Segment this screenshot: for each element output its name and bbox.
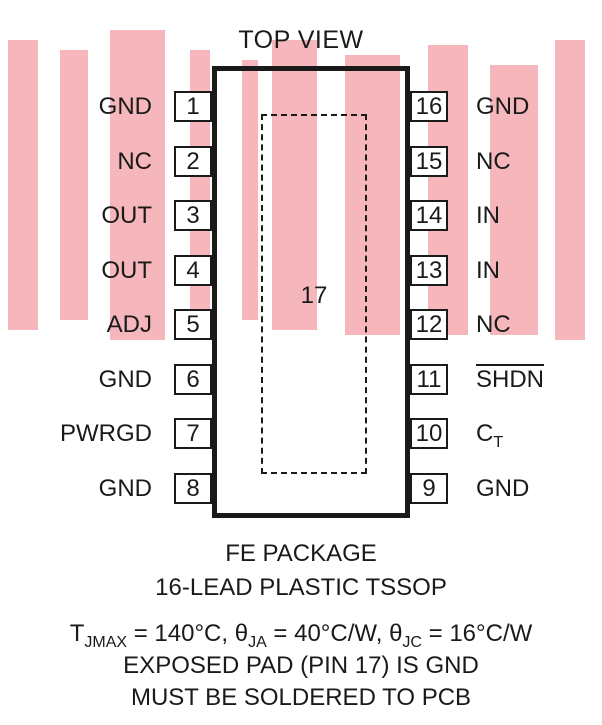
- right-pin-name: GND: [476, 475, 530, 502]
- left-pin-name: ADJ: [106, 311, 152, 338]
- exposed-pad-number: 17: [300, 282, 328, 309]
- left-pin-number: 2: [174, 146, 212, 177]
- right-pin-name: NC: [476, 311, 511, 338]
- right-pin-name: NC: [476, 148, 511, 175]
- right-pin-name: SHDN: [476, 366, 545, 393]
- right-pin-number: 10: [410, 418, 448, 449]
- left-pin-number: 7: [174, 418, 212, 449]
- right-pin-number: 12: [410, 309, 448, 340]
- left-pin-name: NC: [117, 148, 152, 175]
- left-pin-name: OUT: [101, 257, 152, 284]
- left-pin-name: PWRGD: [60, 420, 152, 447]
- right-pin-name: IN: [476, 202, 500, 229]
- right-pin-number: 11: [410, 364, 448, 395]
- right-pin-name: GND: [476, 93, 530, 120]
- left-pin-number: 5: [174, 309, 212, 340]
- left-pin-name: OUT: [101, 202, 152, 229]
- right-pin-number: 14: [410, 200, 448, 231]
- left-pin-number: 8: [174, 473, 212, 504]
- left-pin-number: 6: [174, 364, 212, 395]
- right-pin-name: IN: [476, 257, 500, 284]
- left-pin-number: 3: [174, 200, 212, 231]
- right-pin-number: 16: [410, 91, 448, 122]
- right-pin-number: 15: [410, 146, 448, 177]
- left-pin-name: GND: [98, 93, 152, 120]
- left-pin-name: GND: [98, 366, 152, 393]
- exposed-pad-outline: [261, 114, 367, 474]
- note-soldering: MUST BE SOLDERED TO PCB: [130, 684, 472, 711]
- right-pin-name: CT: [476, 420, 504, 451]
- left-pin-number: 1: [174, 91, 212, 122]
- package-name: FE PACKAGE: [225, 540, 377, 567]
- note-exposed-pad: EXPOSED PAD (PIN 17) IS GND: [123, 652, 479, 679]
- left-pin-name: GND: [98, 475, 152, 502]
- right-pin-number: 9: [410, 473, 448, 504]
- left-pin-number: 4: [174, 255, 212, 286]
- package-type: 16-LEAD PLASTIC TSSOP: [155, 574, 447, 601]
- right-pin-number: 13: [410, 255, 448, 286]
- thermal-specs: TJMAX = 140°C, θJA = 40°C/W, θJC = 16°C/…: [69, 620, 533, 651]
- diagram-title: TOP VIEW: [238, 26, 364, 54]
- ic-package-body: [212, 66, 410, 518]
